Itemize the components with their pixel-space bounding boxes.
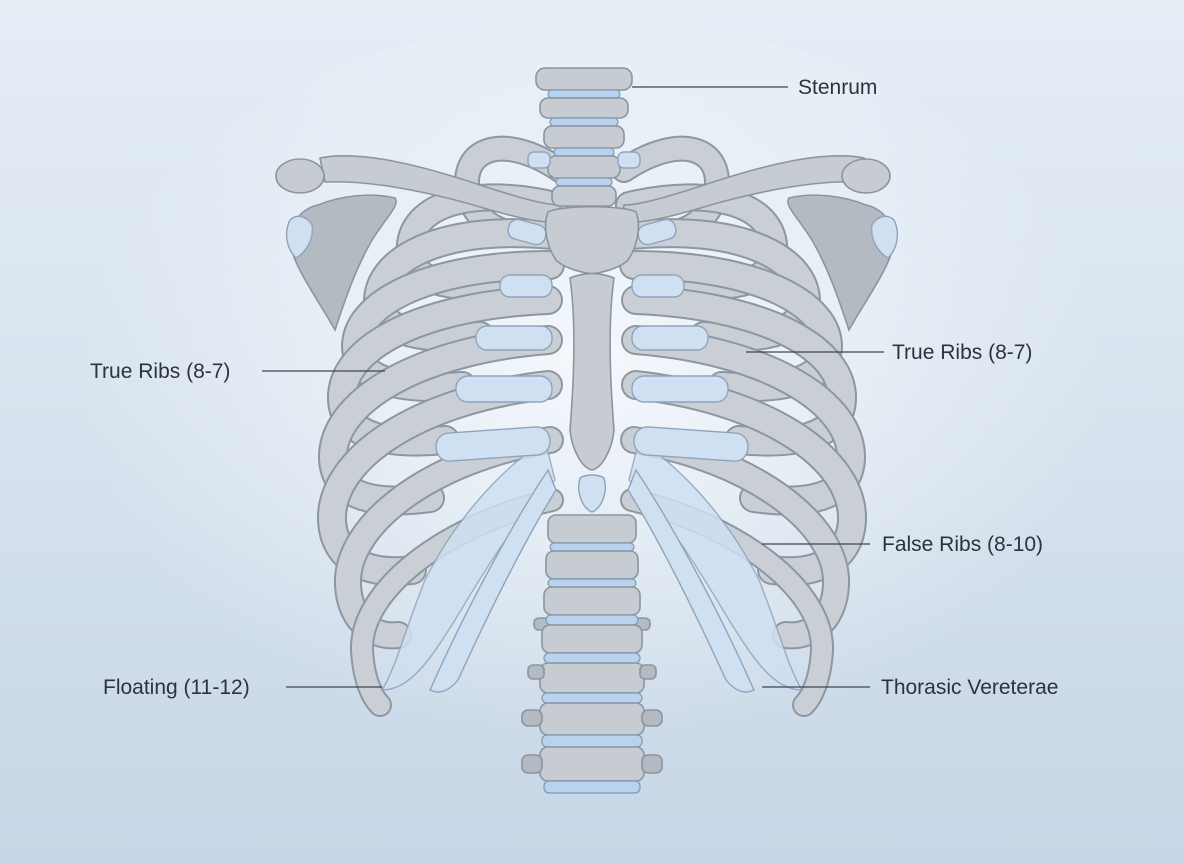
rib-right-7-inner <box>623 372 865 585</box>
rib-left-7-inner <box>319 372 561 585</box>
label-thoracic-vertebrae: Thorasic Vereterae <box>881 676 1058 699</box>
rib-right-6-inner <box>623 327 864 514</box>
leader-lines <box>262 86 884 688</box>
label-true-ribs-left: True Ribs (8-7) <box>90 360 230 383</box>
labels: Stenrum True Ribs (8-7) True Ribs (8-7) … <box>90 76 1058 699</box>
rib-cartilages <box>435 218 749 462</box>
clavicle-left <box>275 155 563 224</box>
label-floating: Floating (11-12) <box>103 676 250 699</box>
label-false-ribs: False Ribs (8-10) <box>882 533 1043 556</box>
upper-vertebrae <box>527 67 641 207</box>
costal-cartilage <box>380 438 804 693</box>
thoracic-vertebrae <box>521 514 663 794</box>
scapula-left <box>285 194 397 332</box>
scapula-right <box>787 194 899 332</box>
rib-left-6-inner <box>320 327 561 514</box>
label-true-ribs-right: True Ribs (8-7) <box>892 341 1032 364</box>
sternum <box>544 205 640 513</box>
label-sternum: Stenrum <box>798 76 877 99</box>
